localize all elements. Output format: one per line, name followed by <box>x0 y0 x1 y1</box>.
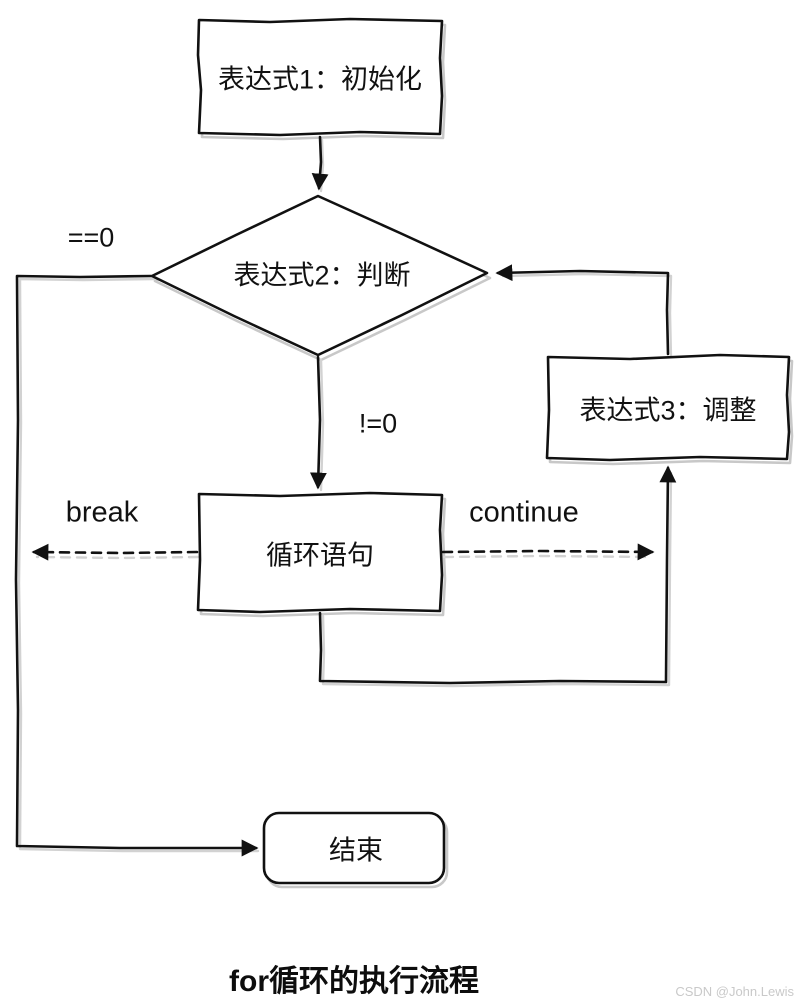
edge-body-to-adjust <box>318 465 677 685</box>
edge-label-true-branch: !=0 <box>358 408 398 439</box>
node-body-label: 循环语句 <box>266 540 374 571</box>
node-body-box <box>196 491 444 614</box>
node-init-label: 表达式1：初始化 <box>217 64 423 95</box>
edge-shadow <box>321 471 673 688</box>
node-condition-label: 表达式2：判断 <box>233 260 411 291</box>
node-end-label: 结束 <box>329 835 383 866</box>
edge-shadow <box>319 358 325 492</box>
node-init-box <box>196 17 444 137</box>
edge-shadow <box>35 555 200 560</box>
node-end-box <box>262 811 446 885</box>
watermark: CSDN @John.Lewis <box>675 984 794 999</box>
edge-label-continue: continue <box>469 496 579 529</box>
edge-break <box>31 543 199 561</box>
edge-condition-to-body <box>309 355 327 490</box>
node-adjust-label: 表达式3：调整 <box>579 395 757 426</box>
node-adjust-box <box>545 353 791 462</box>
edge-shadow <box>442 554 653 559</box>
edge-init-to-condition <box>311 135 329 191</box>
edge-shadow <box>17 277 260 853</box>
edge-label-break: break <box>65 496 139 529</box>
node-condition-diamond <box>150 194 489 357</box>
edge-condition-to-end <box>14 274 259 857</box>
edge-continue <box>441 543 655 561</box>
edge-shadow <box>501 272 673 359</box>
edge-adjust-to-condition <box>495 264 670 356</box>
edge-label-false-branch: ==0 <box>67 222 115 253</box>
diagram-title: for循环的执行流程 <box>229 965 479 998</box>
